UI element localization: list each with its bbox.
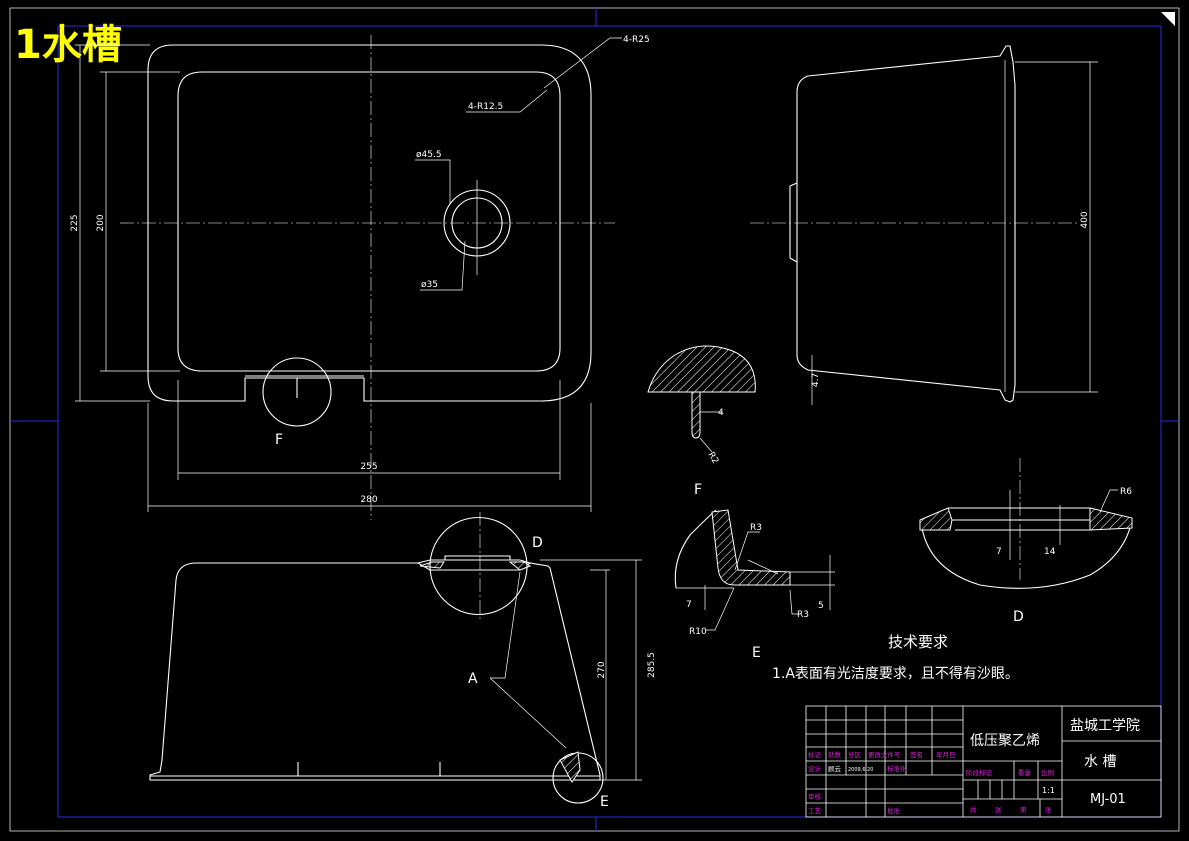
dim-285-5: 285.5 <box>647 652 657 678</box>
drawing-frame <box>9 7 1180 832</box>
tb-header-change-doc: 更改文件号 <box>868 750 901 759</box>
dim-f-radius: R2 <box>705 451 720 466</box>
detail-d: 7 14 R6 D <box>919 458 1133 625</box>
tb-page-label: 第 <box>1020 805 1027 814</box>
tb-sheet-label: 张 <box>1045 805 1052 814</box>
label-e-detail: E <box>752 645 761 661</box>
dim-e-5: 5 <box>818 601 824 611</box>
tb-process-label: 工艺 <box>808 807 822 815</box>
tb-total-label: 共 <box>970 805 977 814</box>
tb-designer: 顾云 <box>828 765 842 773</box>
tb-material: 低压聚乙烯 <box>970 733 1040 749</box>
detail-e: R3 5 R3 7 R10 E <box>674 509 835 661</box>
tb-approve-label: 批准 <box>887 806 901 815</box>
tb-school: 盐城工学院 <box>1070 718 1140 734</box>
dim-side-small: 4.7 <box>811 373 821 387</box>
dim-hole-inner: ø35 <box>421 280 438 290</box>
tb-ratio-label: 比例 <box>1041 768 1054 777</box>
title-block: 标记 处数 分区 更改文件号 签名 年月日 设计 顾云 2009.6.20 标准… <box>805 705 1162 818</box>
dim-f-thick: 4 <box>718 408 724 418</box>
front-view: D E A 270 285.5 <box>149 512 657 810</box>
tb-header-date: 年月日 <box>936 750 956 759</box>
tb-sheets-label: 张 <box>995 805 1002 814</box>
label-d-front: D <box>532 535 543 551</box>
dim-225: 225 <box>70 214 80 231</box>
detail-f: 4 R2 F <box>647 345 756 498</box>
dim-e-r3a: R3 <box>750 523 762 533</box>
tb-weight-label: 重量 <box>1018 769 1032 777</box>
dim-d-r6: R6 <box>1120 487 1132 497</box>
tb-design-date: 2009.6.20 <box>848 767 873 773</box>
dim-280: 280 <box>360 495 377 505</box>
dim-d-14: 14 <box>1044 547 1056 557</box>
dim-e-r3b: R3 <box>797 610 809 620</box>
label-d-detail: D <box>1013 609 1024 625</box>
top-view: F 225 200 255 280 4-R25 4-R12.5 ø45.5 ø3… <box>70 35 650 520</box>
dim-270: 270 <box>597 661 607 678</box>
label-f-detail: F <box>694 482 702 498</box>
dim-d-7: 7 <box>996 547 1002 557</box>
side-view: 400 4.7 <box>750 45 1098 405</box>
dim-200: 200 <box>96 214 106 231</box>
dim-4-r125: 4-R12.5 <box>468 102 503 112</box>
label-a-front: A <box>468 671 478 687</box>
tb-scale: 1:1 <box>1042 786 1055 795</box>
tb-part-name: 水 槽 <box>1084 754 1116 770</box>
tb-header-count: 处数 <box>828 750 842 759</box>
dim-400: 400 <box>1080 211 1090 228</box>
dim-hole-outer: ø45.5 <box>416 150 442 160</box>
tech-req-item-1: 1.A表面有光洁度要求，且不得有沙眼。 <box>772 665 1019 682</box>
tb-header-zone: 分区 <box>848 750 862 759</box>
dim-255: 255 <box>360 462 377 472</box>
tb-header-mark: 标记 <box>808 750 822 759</box>
dim-e-r10: R10 <box>689 627 707 637</box>
label-f-top: F <box>275 432 283 448</box>
tb-check-label: 审核 <box>808 792 822 801</box>
dim-e-7: 7 <box>686 600 692 610</box>
tb-header-signature: 签名 <box>910 750 923 759</box>
dim-4-r25: 4-R25 <box>623 35 650 45</box>
tb-standardize-label: 标准化 <box>887 764 907 773</box>
tb-stage-mark: 阶段标记 <box>966 768 993 777</box>
tb-design-label: 设计 <box>808 764 822 773</box>
label-e-front: E <box>600 794 609 810</box>
tb-drawing-no: MJ-01 <box>1090 792 1126 807</box>
tech-req-heading: 技术要求 <box>888 633 948 651</box>
